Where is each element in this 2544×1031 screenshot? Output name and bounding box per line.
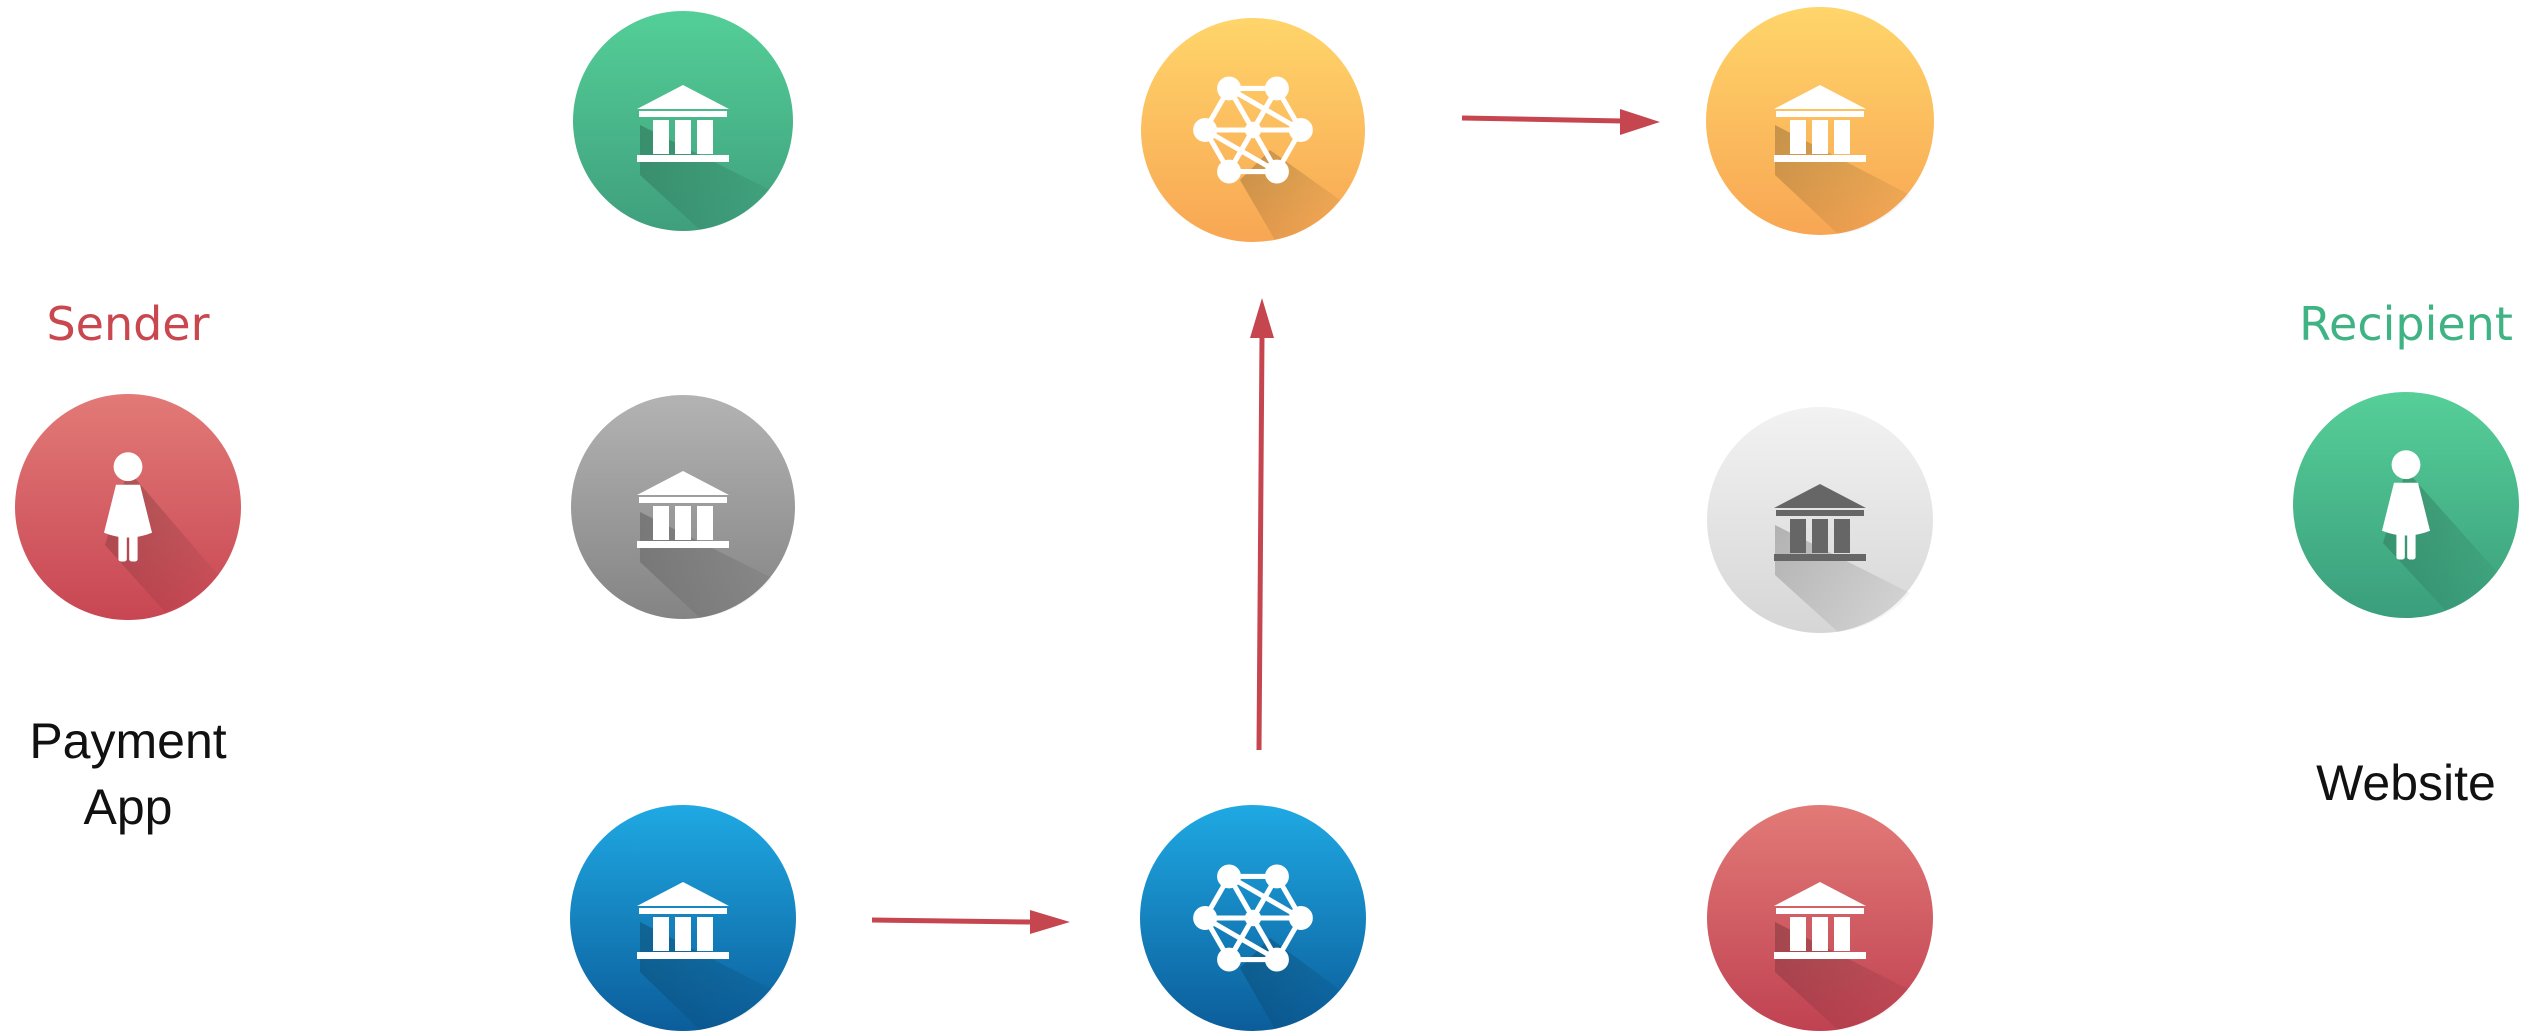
bank-node-light [1707,407,1933,633]
node-shadow [640,512,772,618]
sender-caption-line1: Payment [29,713,226,769]
recipient-caption: Website [2316,755,2496,811]
arrow-shaft [1461,115,1623,124]
network-node-blue [1140,805,1366,1031]
arrow-shaft [871,917,1031,925]
node-shadow [1775,525,1910,632]
bank-node-yellow [1706,7,1934,235]
arrow-shaft [1256,335,1265,751]
recipient-node [2293,392,2519,618]
sender-title: Sender [46,297,209,351]
bank-node-red [1707,805,1933,1031]
sender-node [15,394,241,620]
bank-node-gray [571,395,795,619]
bank-node-green [573,11,793,231]
node-shadow [640,125,770,230]
node-shadow [1775,125,1910,234]
arrow-bank-to-network [871,910,1070,934]
bank-node-blue [570,805,796,1031]
sender-caption-line2: App [84,779,173,835]
arrow-head [1250,298,1274,338]
recipient-title: Recipient [2299,297,2513,351]
network-node-yellow [1141,18,1365,242]
arrow-network-to-bank [1461,109,1660,135]
node-shadow [1775,922,1910,1030]
node-shadow [640,922,773,1030]
arrow-head [1030,910,1070,934]
arrow-head [1620,109,1660,135]
arrow-network-up [1250,298,1274,751]
